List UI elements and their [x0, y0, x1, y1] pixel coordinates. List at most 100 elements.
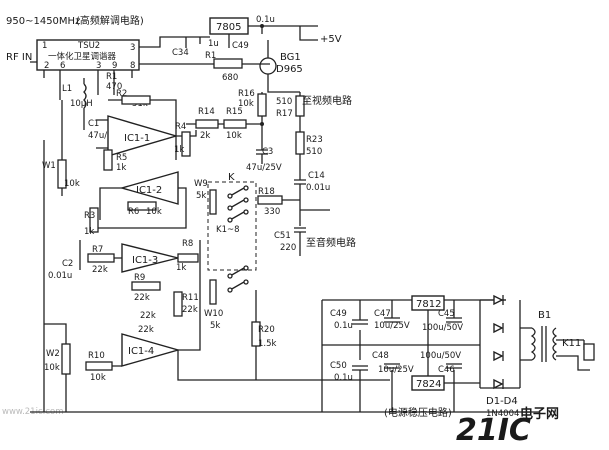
- demod-title: (高频解调电路): [76, 14, 144, 27]
- r7-label: R7: [92, 245, 103, 255]
- r680-label: 680: [222, 73, 238, 83]
- l1-value: 10μH: [70, 99, 93, 109]
- c47-label: C47: [374, 309, 391, 319]
- ic1-1-label: IC1-1: [124, 133, 150, 144]
- ic1-2-label: IC1-2: [136, 185, 162, 196]
- r20-label: R20: [258, 325, 275, 335]
- c50-value: 0.1u: [334, 373, 353, 383]
- r11-label: R11: [182, 293, 199, 303]
- c14-value: 0.01u: [306, 183, 330, 193]
- c2-label: C2: [62, 259, 73, 269]
- tuner-tsu2: [36, 39, 140, 71]
- resistor-r10: [85, 361, 113, 371]
- resistor-r14: [195, 119, 219, 129]
- resistor-r1-680: [213, 58, 243, 69]
- tuner-name: TSU2: [77, 41, 100, 51]
- diodes-label: D1-D4: [486, 396, 518, 407]
- tuner-pin-3: 3: [96, 61, 101, 71]
- tuner-pin-3a: 3: [130, 43, 135, 53]
- r1-value: 470: [106, 82, 122, 92]
- r20-value: 1.5k: [258, 339, 277, 349]
- pot-w10: [209, 279, 217, 305]
- r3-value: 1k: [84, 227, 94, 237]
- resistor-r4: [181, 131, 191, 157]
- opamp-ic1-3: [121, 243, 179, 273]
- c01u-label: 0.1u: [256, 15, 275, 25]
- r22k-b: 22k: [140, 311, 156, 321]
- c48-value: 10u/25V: [378, 365, 414, 375]
- c1u-label: 1u: [208, 39, 219, 49]
- l1-label: L1: [62, 84, 72, 94]
- r18-label: R18: [258, 187, 275, 197]
- r1-label: R1: [106, 72, 117, 82]
- r18-value: 330: [264, 207, 280, 217]
- r3-label: R3: [84, 211, 95, 221]
- transformer-b1: [520, 326, 558, 362]
- resistor-r16: [257, 93, 267, 117]
- r2-label: R2: [116, 89, 127, 99]
- switch-k1-8-label: K1~8: [216, 225, 240, 235]
- r16-value: 10k: [238, 99, 254, 109]
- d965-label: D965: [276, 64, 303, 75]
- resistor-r11: [173, 291, 183, 317]
- r11-value: 22k: [182, 305, 198, 315]
- resistor-r23: [295, 131, 305, 155]
- r14-label: R14: [198, 107, 215, 117]
- regulator-7805-label: 7805: [216, 22, 241, 33]
- r4-label: R4: [175, 122, 186, 132]
- r17-label: R17: [276, 109, 293, 119]
- r4-value: 1k: [174, 145, 184, 155]
- c46-value: 100u/50V: [420, 351, 461, 361]
- ic1-3-label: IC1-3: [132, 255, 158, 266]
- r1-top-label: R1: [205, 51, 216, 61]
- tuner-pin-2: 2: [44, 61, 49, 71]
- opamp-ic1-4: [121, 333, 181, 367]
- c3-label: C3: [262, 147, 273, 157]
- r7-value: 22k: [92, 265, 108, 275]
- c46-label: C46: [438, 365, 455, 375]
- resistor-r18: [257, 195, 283, 205]
- w10-value: 5k: [210, 321, 220, 331]
- c2-value: 0.01u: [48, 271, 72, 281]
- video-output-label: 至视频电路: [302, 94, 352, 107]
- r5-value: 1k: [116, 163, 126, 173]
- r6-value: 10k: [146, 207, 162, 217]
- c51-label: C51: [274, 231, 291, 241]
- opamp-ic1-1: [107, 115, 179, 157]
- r10-label: R10: [88, 351, 105, 361]
- rf-in-label: RF IN: [6, 52, 32, 63]
- resistor-r8: [177, 253, 199, 263]
- bg1-label: BG1: [280, 52, 301, 63]
- c1-label: C1: [88, 119, 99, 129]
- r9-value: 22k: [134, 293, 150, 303]
- regulator-7824-label: 7824: [416, 379, 441, 390]
- w9-value: 5k: [196, 191, 206, 201]
- ic1-4-label: IC1-4: [128, 346, 154, 357]
- c47-value: 10u/25V: [374, 321, 410, 331]
- diode-type-label: 1N4004: [486, 409, 519, 419]
- c49-value: 0.1u: [334, 321, 353, 331]
- r6-label: R6: [128, 207, 139, 217]
- tuner-pin-1: 1: [42, 41, 47, 51]
- tuner-pin-8: 8: [130, 61, 135, 71]
- c51-value: 220: [280, 243, 296, 253]
- r23-label: R23: [306, 135, 323, 145]
- tuner-pin-9: 9: [112, 61, 117, 71]
- r8-label: R8: [182, 239, 193, 249]
- resistor-r15: [223, 119, 247, 129]
- psu-title: (电源稳压电路): [384, 406, 452, 419]
- resistor-r6: [127, 201, 157, 211]
- c14-label: C14: [308, 171, 325, 181]
- transistor-bg1: [259, 57, 277, 75]
- w9-label: W9: [194, 179, 208, 189]
- r16-label: R16: [238, 89, 255, 99]
- b1-label: B1: [538, 310, 551, 321]
- switch-bank-k: [207, 181, 257, 271]
- pot-w2: [61, 343, 71, 375]
- w2-label: W2: [46, 349, 60, 359]
- w2-value: 10k: [44, 363, 60, 373]
- tuner-description: 一体化卫星调谐器: [48, 51, 117, 62]
- watermark-logo: 21IC: [456, 413, 531, 448]
- resistor-r9: [131, 281, 161, 291]
